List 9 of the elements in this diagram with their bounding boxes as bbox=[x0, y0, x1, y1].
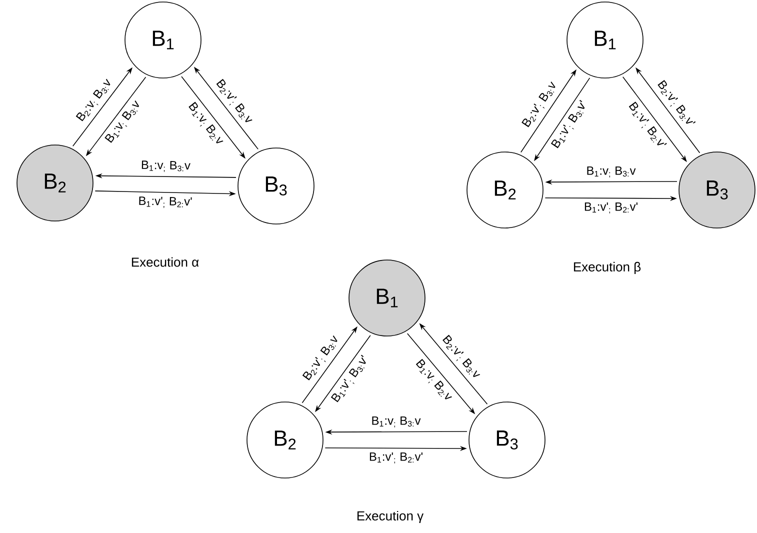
edge-label: B$_{1}$:v$_{;}$ B$_{3:}$v bbox=[142, 160, 190, 172]
edge-label: B$_{1}$:v$_{;}$ B$_{3:}$v bbox=[587, 166, 636, 178]
caption: Execution γ bbox=[357, 510, 424, 524]
caption: Execution α bbox=[132, 257, 199, 267]
edge-label: B$_{1}$:v'$_{;}$ B$_{2:}$v' bbox=[584, 202, 638, 214]
edge-label: B$_{1}$:v$_{;}$ B$_{3:}$v bbox=[372, 416, 421, 428]
edge-label: B$_{1}$:v'$_{;}$ B$_{2:}$v' bbox=[370, 452, 422, 464]
caption: Execution β bbox=[574, 262, 641, 274]
edge-label: B$_{1}$:v'$_{;}$ B$_{2:}$v' bbox=[139, 196, 192, 208]
